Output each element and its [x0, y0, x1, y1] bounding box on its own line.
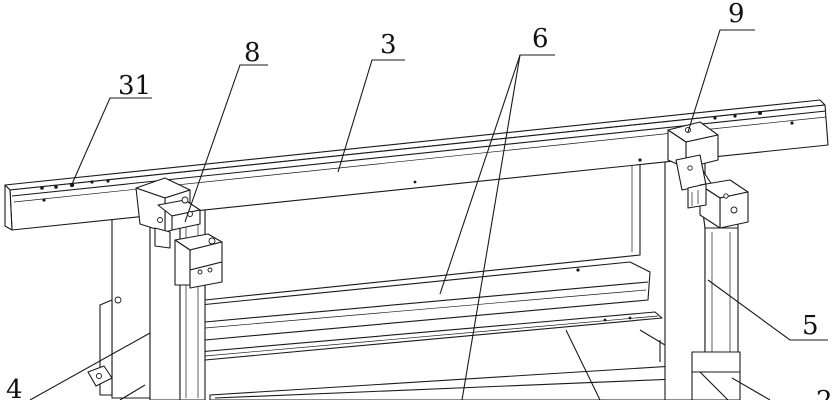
label-31: 31: [118, 71, 151, 101]
leader-8: [184, 64, 268, 223]
label-9: 9: [728, 0, 745, 29]
leader-5: [707, 279, 828, 341]
leader-3: [337, 59, 405, 173]
left-bracket: [135, 177, 223, 289]
label-5: 5: [802, 311, 819, 341]
label-6: 6: [532, 24, 549, 54]
leader-9: [687, 29, 755, 133]
leader-2: [731, 377, 771, 400]
left-support-leg: [87, 207, 206, 400]
right-bracket: [667, 121, 749, 229]
label-3: 3: [380, 30, 397, 60]
leader-4: [29, 332, 151, 400]
leader-31: [71, 97, 152, 185]
label-2: 2: [816, 386, 833, 400]
lower-cross-beam: [209, 329, 701, 400]
label-4: 4: [6, 375, 23, 400]
leader-6: [439, 54, 555, 400]
leader-lower-rail: [565, 329, 601, 400]
label-8: 8: [244, 38, 261, 68]
